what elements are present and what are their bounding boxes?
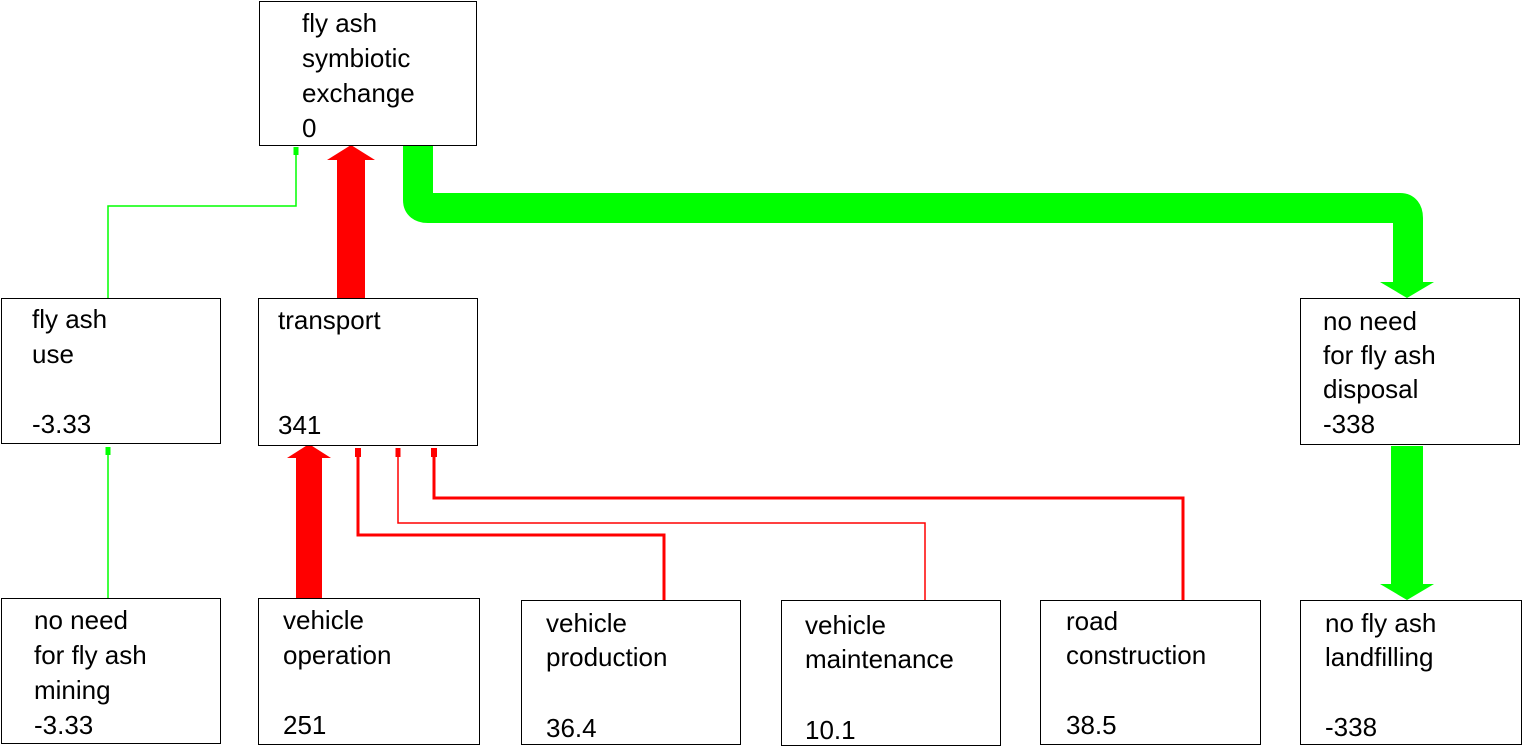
- node-label-line: vehicle: [283, 605, 364, 635]
- flow-operation-to-transport: [287, 444, 331, 598]
- node-value: 38.5: [1066, 710, 1117, 740]
- node-value: -3.33: [32, 409, 92, 439]
- node-value: 251: [283, 710, 327, 740]
- node-no-need-fly-ash-mining: no need for fly ash mining -3.33: [1, 598, 221, 744]
- node-label-line: maintenance: [805, 644, 954, 674]
- node-vehicle-production: vehicle production 36.4: [521, 600, 741, 745]
- flow-landfilling-to-disposal: [1380, 446, 1434, 600]
- node-label-line: no fly ash: [1325, 608, 1437, 638]
- flow-transport-to-exchange: [327, 145, 375, 300]
- node-value: 0: [302, 113, 317, 143]
- node-label-line: mining: [34, 675, 111, 705]
- node-road-construction: road construction 38.5: [1040, 600, 1261, 745]
- node-value: -3.33: [34, 710, 94, 740]
- node-label-line: operation: [283, 640, 392, 670]
- node-no-need-fly-ash-disposal: no need for fly ash disposal -338: [1300, 298, 1520, 445]
- node-label-line: production: [546, 642, 668, 672]
- node-label-line: exchange: [302, 78, 415, 108]
- flow-use-to-exchange: [107, 147, 299, 298]
- node-label-line: fly ash: [32, 304, 108, 334]
- flow-mining-to-use: [105, 447, 111, 598]
- node-label-line: construction: [1066, 640, 1207, 670]
- node-no-fly-ash-landfilling: no fly ash landfilling -338: [1300, 600, 1522, 745]
- node-label-line: vehicle: [805, 610, 886, 640]
- node-label-line: symbiotic: [302, 43, 411, 73]
- node-label-line: vehicle: [546, 608, 627, 638]
- node-value: 341: [278, 410, 322, 440]
- node-label-line: transport: [278, 305, 381, 335]
- node-fly-ash-symbiotic-exchange: fly ash symbiotic exchange 0: [259, 1, 477, 146]
- node-label-line: disposal: [1323, 374, 1419, 404]
- node-label-line: no need: [1323, 306, 1417, 336]
- node-vehicle-operation: vehicle operation 251: [258, 598, 480, 745]
- node-label-line: use: [32, 339, 74, 369]
- node-label-line: landfilling: [1325, 642, 1434, 672]
- node-transport: transport 341: [258, 298, 478, 446]
- flow-maintenance-to-transport: [395, 448, 926, 600]
- node-value: -338: [1325, 712, 1378, 742]
- node-vehicle-maintenance: vehicle maintenance 10.1: [781, 600, 1001, 746]
- flow-disposal-to-exchange: [403, 146, 1434, 298]
- node-label-line: road: [1066, 606, 1119, 636]
- flow-road-to-transport: [431, 448, 1185, 600]
- node-label-line: no need: [34, 605, 128, 635]
- node-label-line: for fly ash: [34, 640, 147, 670]
- node-value: -338: [1323, 409, 1376, 439]
- node-fly-ash-use: fly ash use -3.33: [1, 298, 221, 444]
- node-value: 10.1: [805, 715, 856, 745]
- node-label-line: for fly ash: [1323, 340, 1436, 370]
- node-value: 36.4: [546, 713, 597, 743]
- node-label-line: fly ash: [302, 8, 378, 38]
- flow-production-to-transport: [355, 448, 666, 600]
